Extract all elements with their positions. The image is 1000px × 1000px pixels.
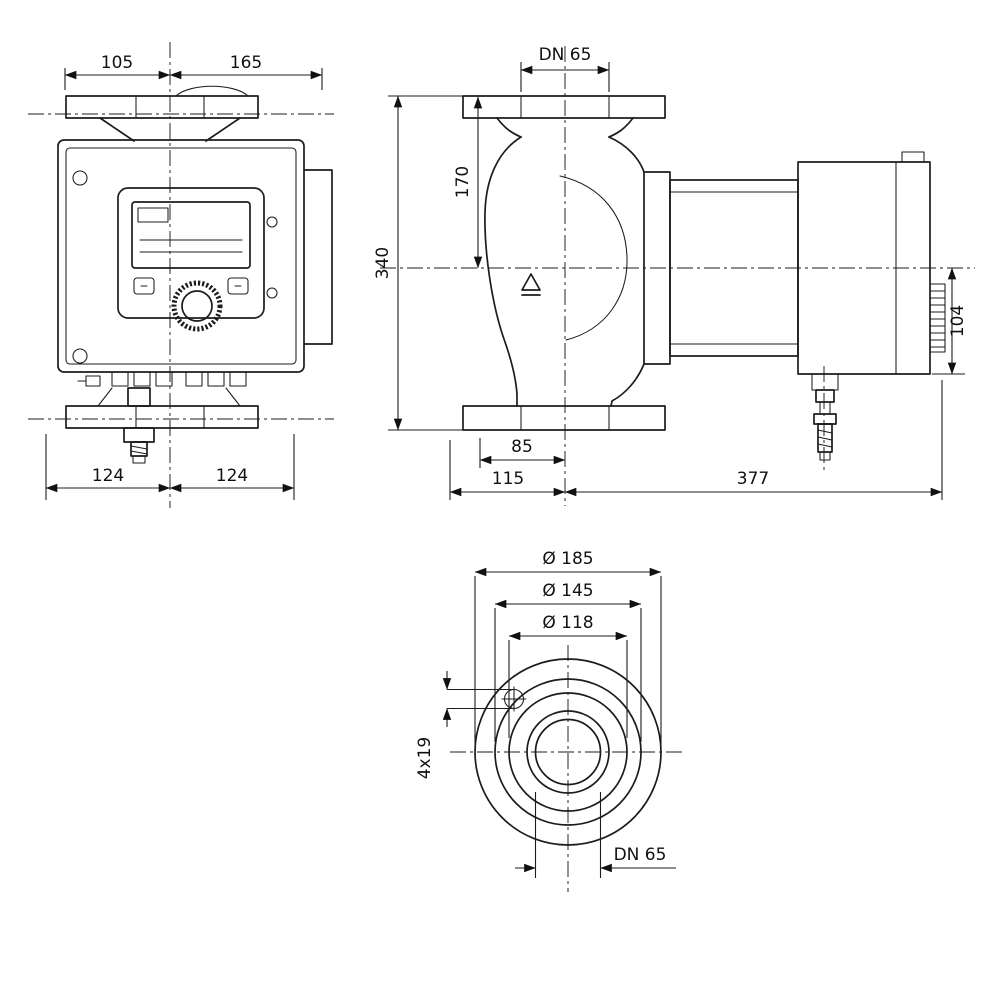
front-bottom-details [65, 371, 259, 464]
side-centerlines [380, 46, 975, 506]
flange-view: Ø 185 Ø 145 Ø 118 4x19 DN 65 [415, 549, 686, 892]
display-screen [131, 201, 251, 269]
front-pump-outline [57, 85, 333, 373]
motor-and-module [669, 151, 946, 461]
dim-flange-nominal: DN 65 [614, 845, 667, 865]
cooling-fins [929, 283, 946, 353]
control-knob [171, 280, 223, 332]
cable-plug [127, 387, 151, 407]
display-housing [117, 187, 265, 319]
dim-side-total-height: 340 [373, 247, 393, 279]
pipe-outer-circle [526, 710, 610, 794]
dim-front-base-right: 124 [216, 466, 248, 486]
dim-side-length-right: 377 [737, 469, 769, 489]
dim-side-inlet-height: 170 [453, 166, 473, 198]
flow-arrow-icon [521, 273, 541, 296]
dim-flange-bolt-circle: Ø 145 [542, 581, 593, 601]
front-dimensions: 105 165 124 124 [45, 53, 323, 500]
dim-front-width-left: 105 [101, 53, 133, 73]
front-view: 105 165 124 124 [28, 42, 334, 508]
cable-gland [815, 389, 835, 403]
dim-front-base-left: 124 [92, 466, 124, 486]
flange-dimensions: Ø 185 Ø 145 Ø 118 4x19 DN 65 [415, 549, 676, 878]
side-dimensions: DN 65 170 340 104 85 115 377 [373, 45, 968, 500]
dim-side-module-height: 104 [948, 305, 968, 337]
dim-flange-raised-face: Ø 118 [542, 613, 593, 633]
raised-face-circle [508, 692, 628, 812]
bolt-circle [494, 678, 642, 826]
dim-side-volute-offset: 85 [511, 437, 533, 457]
flange-centerlines [450, 645, 686, 892]
dim-side-dn-top: DN 65 [539, 45, 592, 65]
button-left [133, 277, 155, 295]
side-view: DN 65 170 340 104 85 115 377 [373, 45, 975, 506]
front-centerlines [28, 42, 334, 508]
flange-outer-circle [474, 658, 662, 846]
bore-circle [534, 718, 602, 786]
dim-side-length-left: 115 [492, 469, 524, 489]
flange-circles [474, 658, 662, 846]
button-right [227, 277, 249, 295]
dim-front-width-right: 165 [230, 53, 262, 73]
electronics-module [797, 161, 931, 375]
dim-flange-outer-diameter: Ø 185 [542, 549, 593, 569]
display-module [117, 187, 265, 332]
side-pump-outline [462, 95, 671, 431]
dim-flange-bolt-holes: 4x19 [415, 737, 435, 780]
